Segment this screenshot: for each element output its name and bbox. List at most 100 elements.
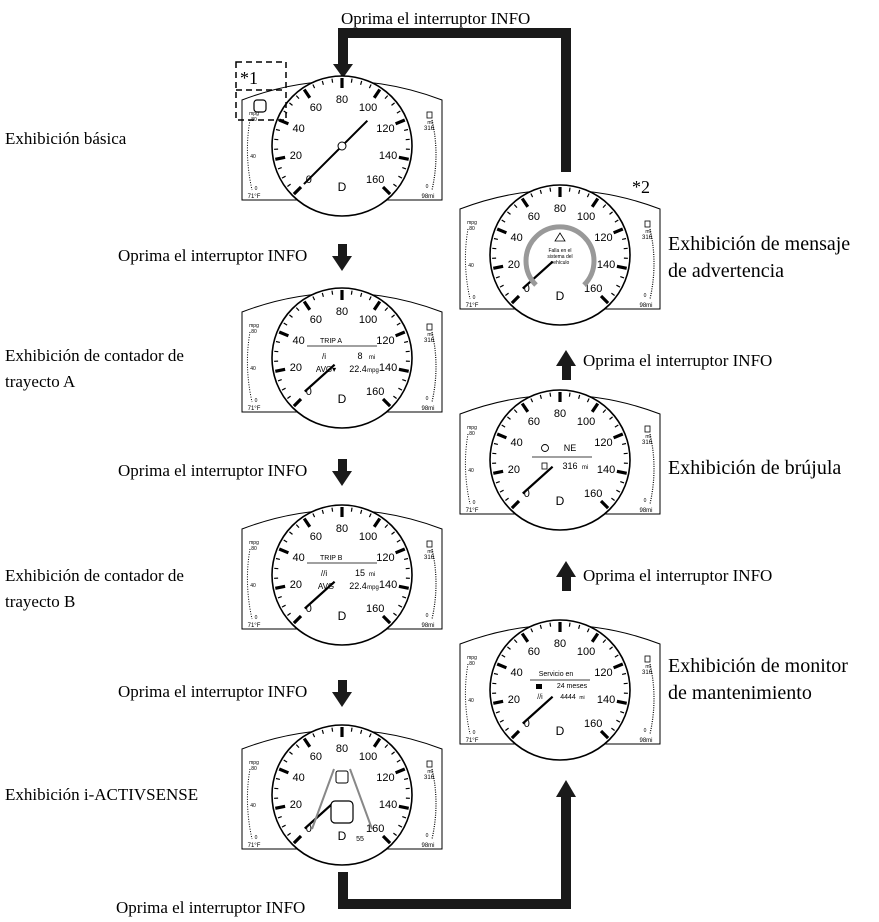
dial-major-tick (302, 737, 312, 748)
dial-label-80: 80 (554, 408, 566, 420)
mpg-top-label: 80 (469, 226, 475, 232)
gear-indicator: D (338, 392, 347, 406)
dial-minor-tick (614, 654, 619, 658)
dial-major-tick (278, 330, 290, 338)
mpg-mid-label: 40 (468, 698, 474, 704)
dial-minor-tick (499, 719, 504, 723)
dial-label-160: 160 (366, 386, 384, 398)
dial-minor-tick (281, 604, 286, 608)
dial-label-40: 40 (510, 437, 522, 449)
dial-minor-tick (513, 639, 518, 644)
dial-minor-tick (287, 395, 291, 399)
dial-minor-tick (609, 211, 613, 215)
trip-distance-value: 8 (357, 351, 362, 361)
trip-distance-icon: /i (322, 352, 326, 361)
trip-title: TRIP A (320, 338, 342, 345)
speed-needle (304, 363, 336, 393)
dial-minor-tick (384, 95, 389, 100)
dial-label-100: 100 (577, 416, 595, 428)
dial-label-20: 20 (290, 799, 302, 811)
cruise-speed-value: 55 (356, 836, 364, 843)
dial-major-tick (520, 632, 530, 643)
speedometer-dial (271, 287, 413, 429)
label-trip-a-line1: Exhibición de contador de (5, 346, 184, 365)
dial-major-tick (599, 729, 610, 740)
fuel-range-unit: mi (427, 549, 432, 555)
compass-icon (541, 444, 549, 452)
vehicle-icon (253, 99, 267, 113)
mpg-mid-label: 40 (250, 366, 256, 372)
fuel-range-unit: mi (645, 434, 650, 440)
dial-minor-tick (289, 531, 293, 535)
maintenance-miles-unit: mi (579, 695, 584, 701)
dial-minor-tick (391, 102, 395, 106)
dial-minor-tick (403, 128, 409, 131)
dial-minor-tick (609, 646, 613, 650)
dial-minor-tick (621, 442, 627, 445)
dial-major-tick (616, 699, 628, 705)
label-maintenance-line2: de mantenimiento (668, 682, 812, 704)
fuel-scale-arc (431, 548, 437, 620)
cluster-maintenance: 020406080100120140160Dmpg8040071°Fmi3160… (459, 619, 661, 761)
dial-minor-tick (321, 292, 324, 297)
dial-label-120: 120 (594, 667, 612, 679)
dial-minor-tick (396, 539, 401, 543)
note2-marker: *2 (632, 177, 650, 197)
speed-needle (522, 465, 554, 495)
mpg-unit-label: mpg (467, 425, 477, 431)
dial-minor-tick (360, 509, 363, 514)
odometer-value: 98mi (639, 303, 652, 309)
outside-temp: 71°F (248, 194, 261, 200)
dial-label-80: 80 (554, 203, 566, 215)
dial-minor-tick (277, 596, 282, 599)
fuel-scale-arc (649, 228, 655, 300)
dial-minor-tick (614, 424, 619, 428)
outside-temp: 71°F (248, 623, 261, 629)
fuel-scale-arc (431, 331, 437, 403)
dial-minor-tick (281, 824, 286, 828)
dial-minor-tick (507, 646, 511, 650)
dial-minor-tick (501, 654, 506, 658)
dial-minor-tick (393, 832, 397, 836)
dial-major-tick (274, 367, 286, 373)
dial-label-40: 40 (510, 232, 522, 244)
top-loop-arrowhead (333, 64, 353, 78)
down-arrow-3 (332, 680, 352, 707)
fuel-zero-label: 0 (426, 184, 429, 190)
speed-needle (522, 260, 554, 290)
dial-major-tick (302, 517, 312, 528)
mpg-unit-label: mpg (249, 760, 259, 766)
dial-minor-tick (568, 622, 571, 627)
flow-arrows (332, 28, 576, 909)
dial-minor-tick (507, 211, 511, 215)
dial-minor-tick (350, 727, 353, 732)
dial-label-20: 20 (290, 150, 302, 162)
dial-label-60: 60 (310, 314, 322, 326)
dial-minor-tick (398, 824, 403, 828)
dial-label-100: 100 (359, 531, 377, 543)
dial-minor-tick (402, 596, 407, 599)
dial-minor-tick (331, 290, 334, 295)
fuel-scale-arc (649, 663, 655, 735)
press-label-left-1: Oprima el interruptor INFO (118, 246, 308, 265)
dial-major-tick (492, 264, 504, 270)
dial-major-tick (292, 614, 303, 625)
dial-minor-tick (283, 322, 288, 326)
dial-label-40: 40 (292, 772, 304, 784)
dial-label-160: 160 (584, 488, 602, 500)
dial-minor-tick (281, 175, 286, 179)
press-label-top: Oprima el interruptor INFO (341, 9, 531, 28)
dial-label-120: 120 (376, 772, 394, 784)
dial-major-tick (590, 632, 600, 643)
dial-minor-tick (368, 296, 372, 301)
mpg-mid-label: 40 (250, 803, 256, 809)
press-label-right-1: Oprima el interruptor INFO (583, 351, 773, 370)
dial-minor-tick (393, 612, 397, 616)
speedometer-dial (271, 724, 413, 866)
label-maintenance-line1: Exhibición de monitor (668, 655, 848, 677)
speed-needle (303, 119, 369, 185)
dial-minor-tick (501, 424, 506, 428)
warning-message-line3: vehículo (551, 260, 570, 266)
dial-major-tick (274, 584, 286, 590)
fuel-zero-label: 0 (426, 613, 429, 619)
